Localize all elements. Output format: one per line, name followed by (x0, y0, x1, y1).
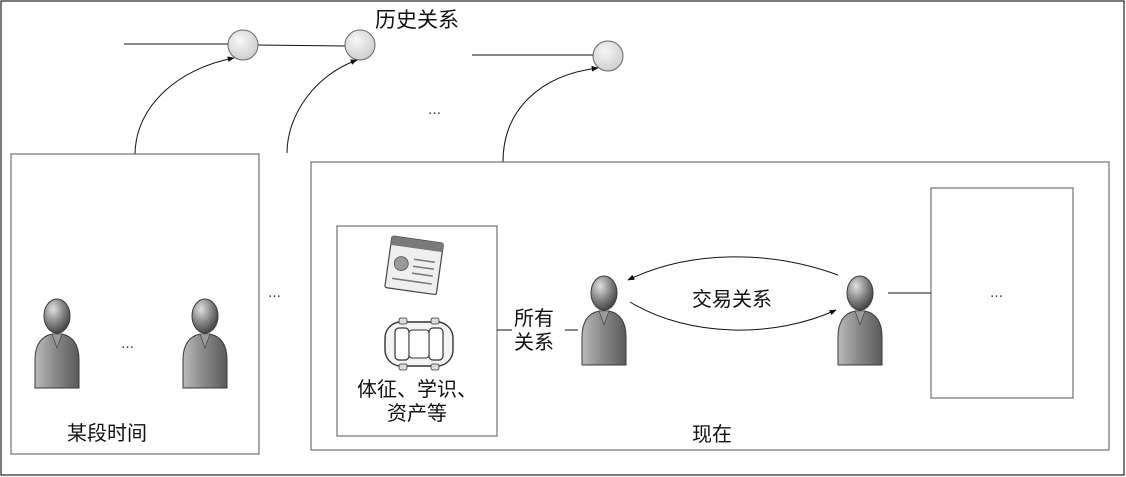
owned-relations-label: 所有 关系 (514, 306, 554, 355)
attributes-line2: 资产等 (387, 401, 447, 426)
ellipsis-period-persons: … (121, 337, 135, 352)
ellipsis-history: … (428, 103, 442, 118)
owned-relations-line1: 所有 (514, 306, 554, 330)
arrow-mid-to-history (286, 59, 358, 154)
now-label: 现在 (692, 422, 732, 446)
trade-arrow-top (627, 256, 839, 281)
arrow-period-to-history (134, 56, 235, 156)
history-line-mid (257, 44, 347, 47)
attributes-line1: 体征、学识、 (357, 377, 477, 401)
right-entity-box (930, 187, 1074, 399)
history-node-1 (227, 29, 259, 61)
ellipsis-between-boxes: … (268, 286, 282, 301)
attributes-label: 体征、学识、 资产等 (349, 377, 485, 426)
ellipsis-right-box: … (990, 286, 1004, 301)
trade-relations-label: 交易关系 (692, 287, 772, 311)
id-card-icon (384, 235, 444, 296)
period-label: 某段时间 (67, 421, 147, 445)
history-node-2 (344, 29, 376, 61)
owned-relations-line2: 关系 (514, 330, 554, 355)
trade-arrow-bottom (629, 301, 837, 331)
history-relations-label: 历史关系 (375, 8, 459, 32)
car-icon (384, 317, 454, 371)
history-node-3 (592, 40, 624, 72)
arrow-now-to-history (502, 65, 599, 163)
